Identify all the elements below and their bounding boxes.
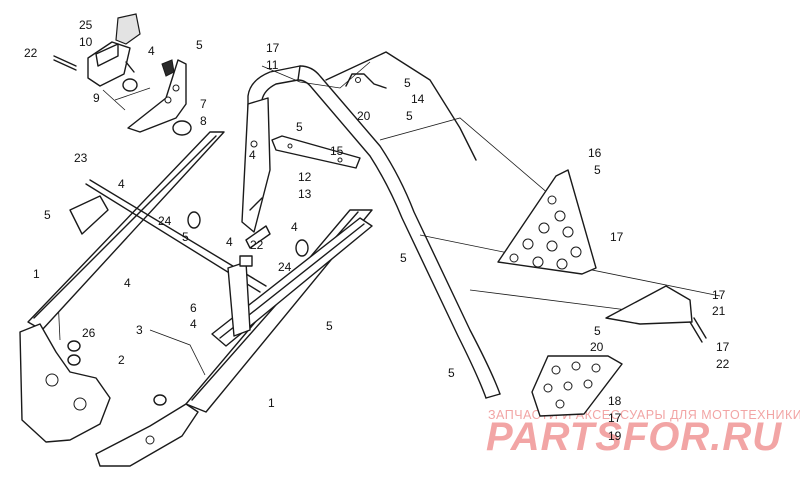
callout-10: 10: [79, 35, 93, 49]
callout-15: 15: [330, 144, 344, 158]
callout-21: 21: [712, 304, 726, 318]
callout-1: 1: [268, 396, 275, 410]
callout-4: 4: [249, 148, 256, 162]
callout-7: 7: [200, 97, 207, 111]
callout-24: 24: [158, 214, 172, 228]
callout-12: 12: [298, 170, 312, 184]
callout-18: 18: [608, 394, 622, 408]
callout-4: 4: [291, 220, 298, 234]
callout-17: 17: [608, 411, 622, 425]
part-box-10: [53, 13, 141, 87]
callout-5: 5: [594, 163, 601, 177]
part-lower-chassis: [19, 323, 199, 467]
callout-20: 20: [357, 109, 371, 123]
callout-4: 4: [124, 276, 131, 290]
callout-11: 11: [266, 58, 279, 72]
watermark: ЗАПЧАСТИ И АКСЕССУАРЫ ДЛЯ МОТОТЕХНИКИ PA…: [486, 408, 800, 459]
callout-17: 17: [266, 41, 280, 55]
callout-5: 5: [196, 38, 203, 52]
callout-25: 25: [79, 18, 93, 32]
callout-4: 4: [226, 235, 233, 249]
callout-4: 4: [118, 177, 125, 191]
callout-26: 26: [82, 326, 96, 340]
part-bracket-12: [271, 135, 361, 169]
callout-22: 22: [716, 357, 730, 371]
callout-4: 4: [190, 317, 197, 331]
callout-14: 14: [411, 92, 425, 106]
part-post-6: [69, 195, 253, 337]
callout-8: 8: [200, 114, 207, 128]
callout-5: 5: [326, 319, 333, 333]
callout-5: 5: [182, 230, 189, 244]
callout-19: 19: [608, 429, 622, 443]
part-crossmember-3: [27, 131, 373, 413]
callout-5: 5: [44, 208, 51, 222]
callout-5: 5: [404, 76, 411, 90]
watermark-logo: PARTSFOR.RU: [486, 415, 782, 459]
part-perforated-plate-18: [531, 355, 623, 417]
part-frame-11: [247, 51, 501, 399]
callout-17: 17: [712, 288, 726, 302]
part-perforated-plate-16: [497, 169, 597, 275]
callout-16: 16: [588, 146, 602, 160]
callout-5: 5: [448, 366, 455, 380]
callout-23: 23: [74, 151, 88, 165]
callout-4: 4: [148, 44, 155, 58]
callout-22: 22: [250, 238, 264, 252]
callout-5: 5: [296, 120, 303, 134]
callout-5: 5: [400, 251, 407, 265]
callout-20: 20: [590, 340, 604, 354]
callout-labels: 25 10 4 22 5 9 7 8 17 11 5 14 20 5 5 15 …: [24, 18, 730, 443]
part-vertical-bracket: [241, 97, 271, 233]
part-mount-plate-7: [122, 59, 192, 136]
callout-5: 5: [406, 109, 413, 123]
callout-22: 22: [24, 46, 38, 60]
part-gusset-21: [605, 285, 707, 343]
callout-13: 13: [298, 187, 312, 201]
callout-1: 1: [33, 267, 40, 281]
callout-9: 9: [93, 91, 100, 105]
part-clip-14: [345, 73, 387, 89]
part-clip-24: [187, 211, 309, 257]
callout-2: 2: [118, 353, 125, 367]
callout-3: 3: [136, 323, 143, 337]
callout-24: 24: [278, 260, 292, 274]
callout-6: 6: [190, 301, 197, 315]
callout-17: 17: [610, 230, 624, 244]
callout-17: 17: [716, 340, 730, 354]
callout-5: 5: [594, 324, 601, 338]
